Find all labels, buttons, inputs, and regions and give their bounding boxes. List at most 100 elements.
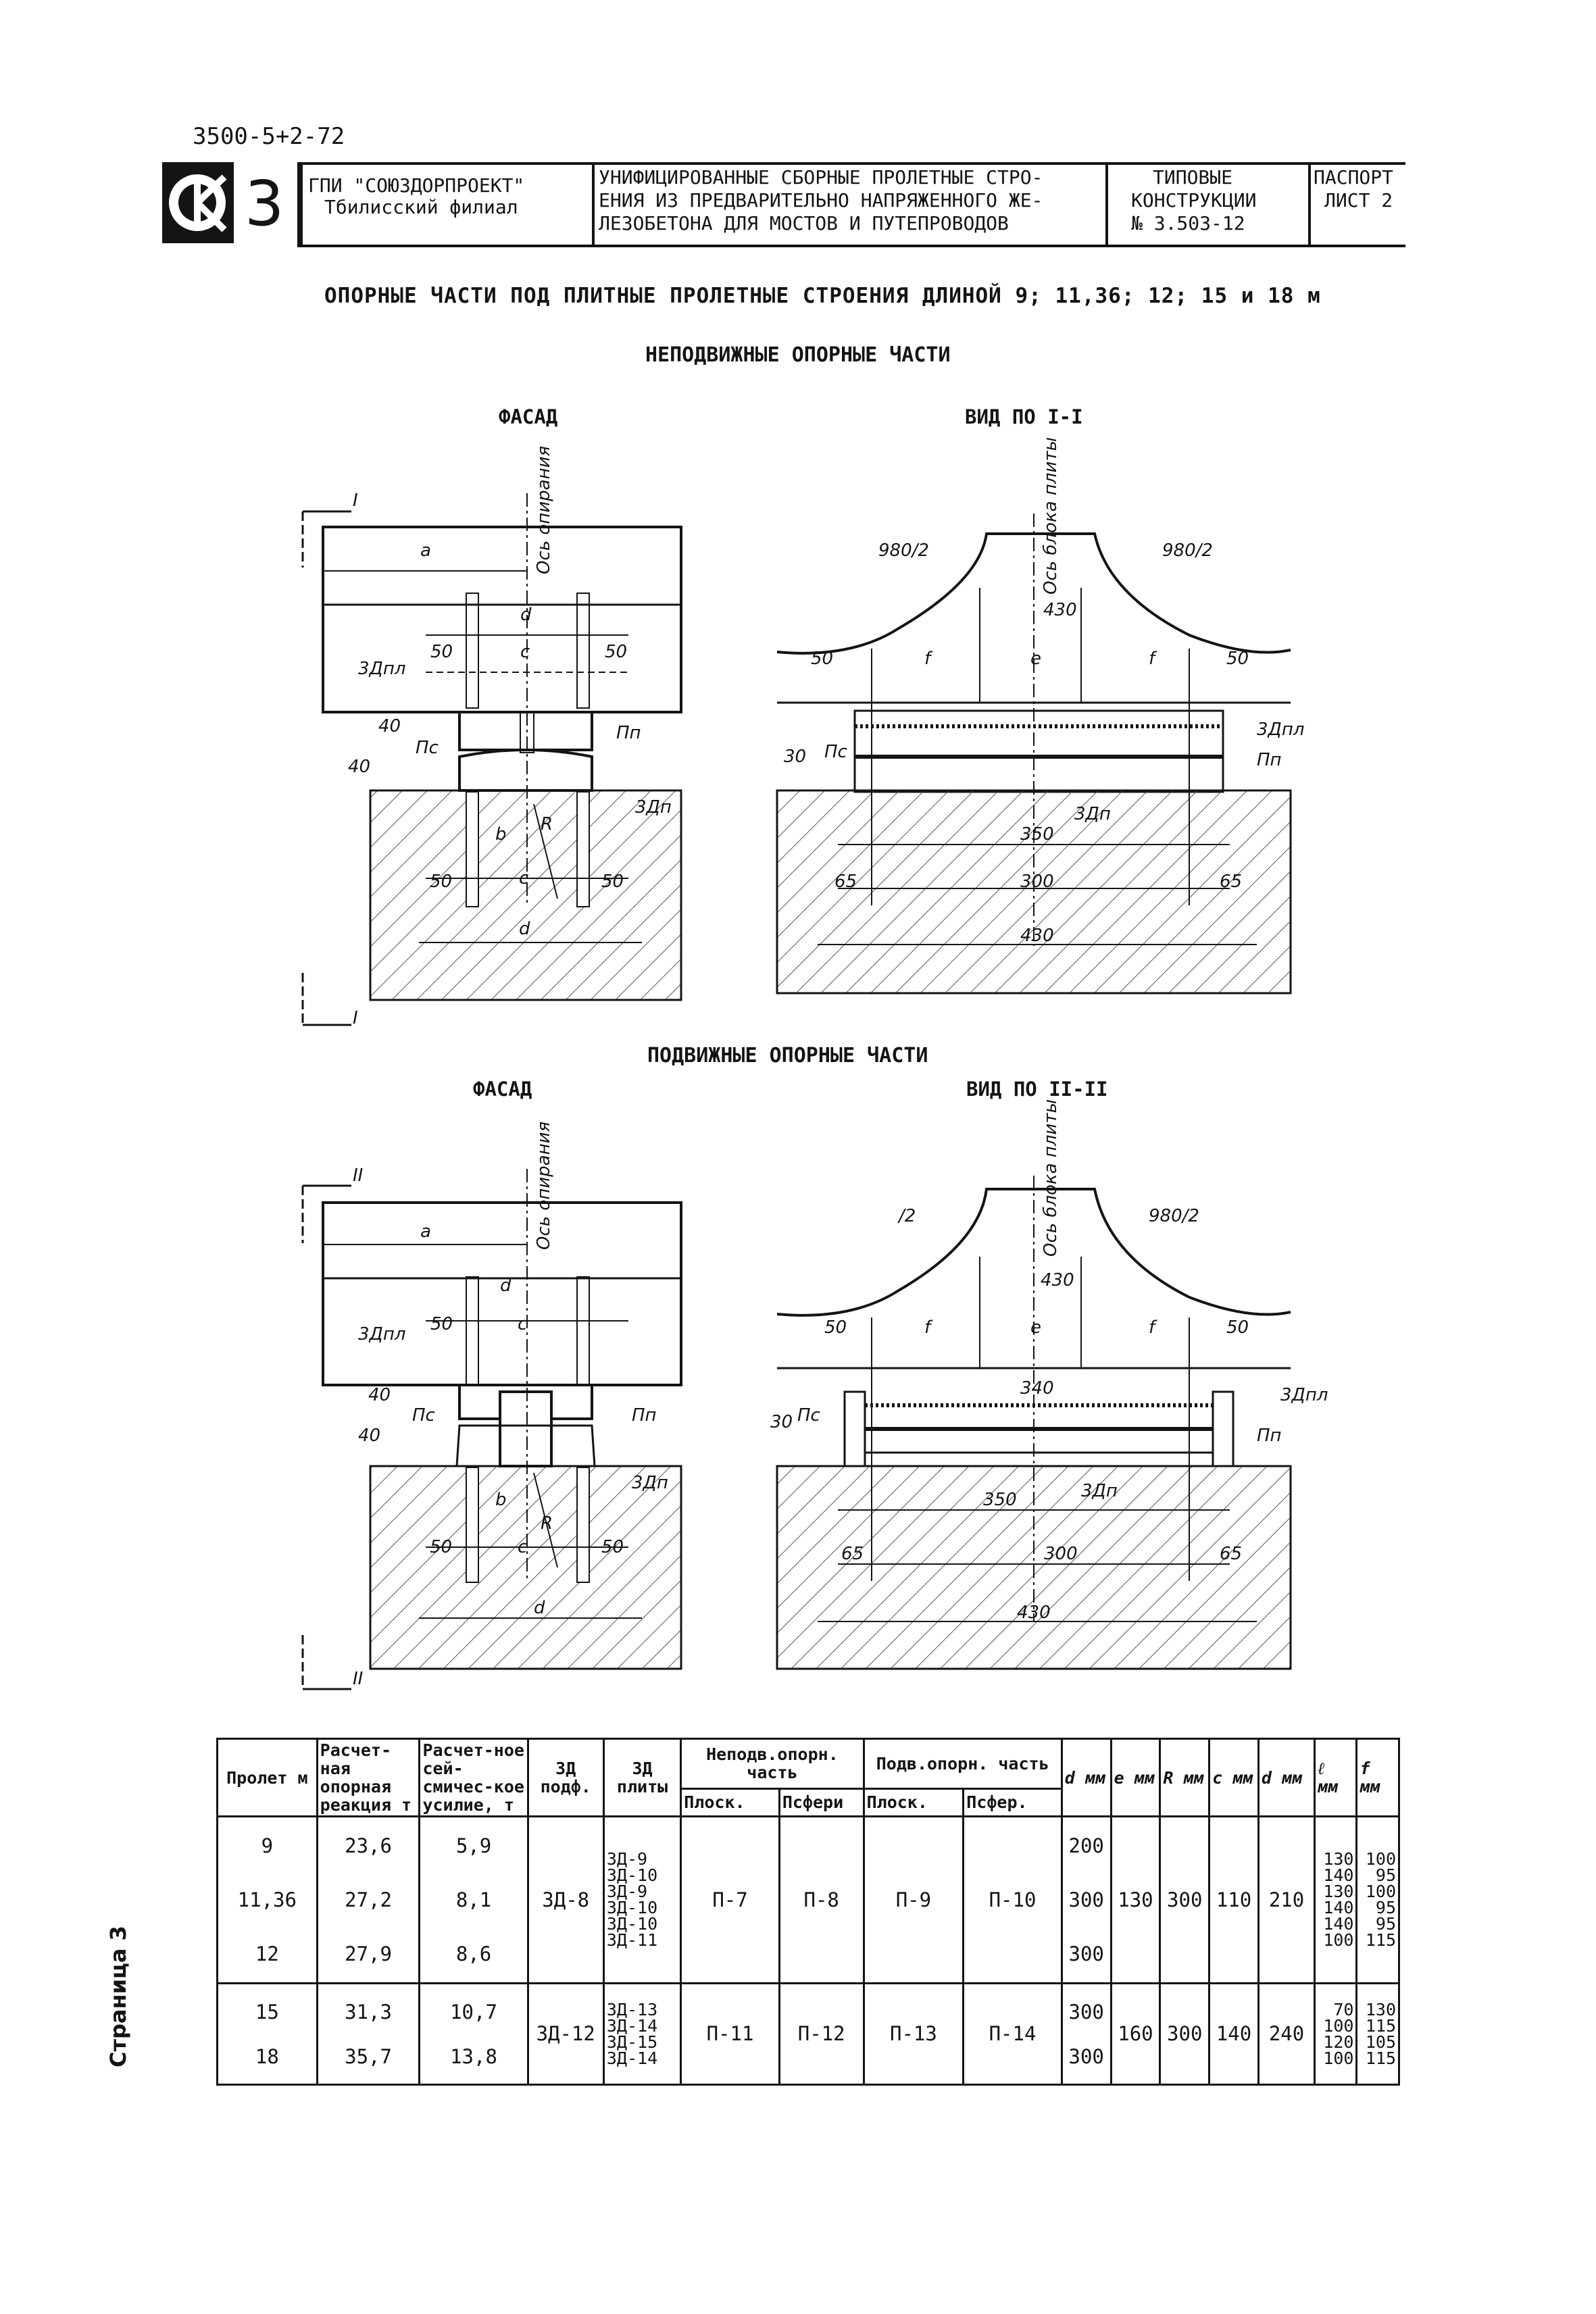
col-mov-spher: Псфер.	[962, 1787, 1063, 1818]
dim-40-2-lower: 40	[358, 1426, 381, 1446]
dim-50-left: 50	[430, 642, 453, 662]
label-zdpl-2: 3Дпл	[358, 1324, 406, 1344]
facade-label-1: ФАСАД	[499, 405, 558, 428]
title-line-2: ЕНИЯ ИЗ ПРЕДВАРИТЕЛЬНО НАПРЯЖЕННОГО ЖЕ-	[599, 189, 1043, 211]
axis-support-label-2: Ось опирания	[534, 1121, 554, 1250]
movable-facade	[301, 1169, 682, 1690]
dim-f-2-right: f	[1149, 1317, 1155, 1338]
sheet-number: ЛИСТ 2	[1324, 189, 1393, 211]
dim-50-2-view-right: 50	[1226, 1317, 1249, 1338]
dim-30-view: 30	[784, 747, 807, 767]
dim-f-left: f	[924, 649, 931, 669]
dim-430-bottom: 430	[1020, 926, 1054, 946]
dim-980-right: 980/2	[1162, 540, 1213, 561]
fixed-facade	[301, 493, 682, 1026]
axis-support-label: Ось опирания	[534, 445, 554, 574]
dim-65-left: 65	[834, 872, 857, 892]
col-l: ℓ мм	[1314, 1738, 1358, 1817]
dim-65-right: 65	[1220, 872, 1243, 892]
dim-b-2: b	[495, 1490, 507, 1510]
col-e: e мм	[1109, 1738, 1162, 1817]
dim-300: 300	[1020, 872, 1054, 892]
dim-c: c	[520, 642, 530, 662]
facade-label-2: ФАСАД	[473, 1078, 532, 1101]
axis-block-label-2: Ось блока плиты	[1041, 1099, 1061, 1257]
col-movable: Подв.опорн. часть	[862, 1738, 1063, 1790]
col-fixed: Неподв.опорн. часть	[680, 1738, 865, 1790]
col-R: R мм	[1159, 1738, 1211, 1817]
dim-d-pier: d	[519, 919, 530, 939]
label-ps-2-view: Пс	[797, 1405, 820, 1426]
series-line-2: КОНСТРУКЦИИ	[1131, 189, 1257, 211]
dim-980-partial: /2	[899, 1206, 916, 1226]
dim-430-2-bottom: 430	[1017, 1603, 1051, 1623]
dim-40-2-upper: 40	[368, 1385, 391, 1405]
series-line-1: ТИПОВЫЕ	[1153, 166, 1233, 188]
logo-icon	[162, 162, 234, 243]
title-line-3: ЛЕЗОБЕТОНА ДЛЯ МОСТОВ И ПУТЕПРОВОДОВ	[599, 212, 1009, 234]
col-zd-sub: 3Д подф.	[526, 1738, 605, 1817]
label-pp-2: Пп	[632, 1405, 657, 1426]
series-cell: ТИПОВЫЕ КОНСТРУКЦИИ № 3.503-12	[1108, 162, 1311, 247]
col-mov-flat: Плоск.	[862, 1787, 965, 1818]
dim-e-2: e	[1030, 1317, 1041, 1338]
dim-50-right: 50	[605, 642, 628, 662]
label-zdp: 3Дп	[635, 797, 672, 818]
dim-50-2-pier-left: 50	[430, 1537, 453, 1557]
dim-50-2-left: 50	[430, 1314, 453, 1334]
dim-50-pier-left: 50	[430, 872, 453, 892]
dim-d: d	[520, 605, 532, 625]
page-title: ОПОРНЫЕ ЧАСТИ ПОД ПЛИТНЫЕ ПРОЛЕТНЫЕ СТРО…	[324, 284, 1321, 308]
section-movable-title: ПОДВИЖНЫЕ ОПОРНЫЕ ЧАСТИ	[647, 1044, 928, 1067]
label-ps-view: Пс	[824, 742, 847, 762]
dim-50-2-pier-right: 50	[601, 1537, 624, 1557]
dim-d-2-pier: d	[534, 1598, 545, 1618]
dim-R: R	[541, 814, 553, 834]
dim-f-2-left: f	[924, 1317, 931, 1338]
dim-a-2: a	[420, 1222, 431, 1242]
col-span: Пролет м	[216, 1738, 318, 1817]
table-subheader-row: Плоск. Псфери Плоск. Псфер.	[218, 1787, 1399, 1818]
dim-40-upper: 40	[378, 716, 401, 736]
section-mark-top: I	[353, 491, 358, 511]
section-mark-bottom: I	[353, 1008, 358, 1028]
dim-40-lower: 40	[348, 757, 371, 777]
dim-340: 340	[1020, 1378, 1054, 1399]
dim-65-2-left: 65	[841, 1544, 864, 1564]
col-reaction: Расчет-ная опорная реакция т	[316, 1738, 421, 1817]
label-zdpl-2-view: 3Дпл	[1280, 1385, 1328, 1405]
page-number-vertical: Страница 3	[105, 1926, 131, 2067]
section-mark-2-bottom: II	[353, 1669, 364, 1689]
view-label-2: ВИД ПО II-II	[966, 1078, 1108, 1101]
axis-block-label: Ось блока плиты	[1041, 437, 1061, 595]
dim-50-2-view-left: 50	[824, 1317, 847, 1338]
dim-50-view-left: 50	[811, 649, 834, 669]
dim-350-2: 350	[983, 1490, 1017, 1510]
dim-c-2: c	[518, 1314, 528, 1334]
dim-f-right: f	[1149, 649, 1155, 669]
dim-50-view-right: 50	[1226, 649, 1249, 669]
dim-c-2-pier: c	[518, 1537, 528, 1557]
dim-350: 350	[1020, 824, 1054, 845]
col-fixed-spher: Псфери	[778, 1787, 865, 1818]
dim-50-pier-right: 50	[601, 872, 624, 892]
dim-a: a	[420, 540, 431, 561]
label-pp: Пп	[616, 723, 641, 743]
label-zdpl: 3Дпл	[358, 659, 406, 679]
dim-980-2-right: 980/2	[1149, 1206, 1199, 1226]
series-number: 3	[245, 168, 284, 240]
view-label-1: ВИД ПО I-I	[965, 405, 1083, 428]
col-d: d мм	[1060, 1738, 1112, 1817]
movable-view	[776, 1176, 1292, 1670]
section-fixed-title: НЕПОДВИЖНЫЕ ОПОРНЫЕ ЧАСТИ	[645, 343, 951, 367]
label-zdp-view: 3Дп	[1074, 804, 1111, 824]
label-ps: Пс	[416, 738, 439, 758]
sheet-cell: ПАСПОРТ ЛИСТ 2	[1311, 162, 1405, 247]
series-line-3: № 3.503-12	[1131, 212, 1245, 234]
label-pp-2-view: Пп	[1257, 1426, 1282, 1446]
dim-430-top: 430	[1043, 600, 1077, 620]
label-zdpl-view: 3Дпл	[1257, 720, 1305, 740]
col-zd-slab: 3Д плиты	[602, 1738, 682, 1817]
title-cell: УНИФИЦИРОВАННЫЕ СБОРНЫЕ ПРОЛЕТНЫЕ СТРО- …	[595, 162, 1108, 247]
